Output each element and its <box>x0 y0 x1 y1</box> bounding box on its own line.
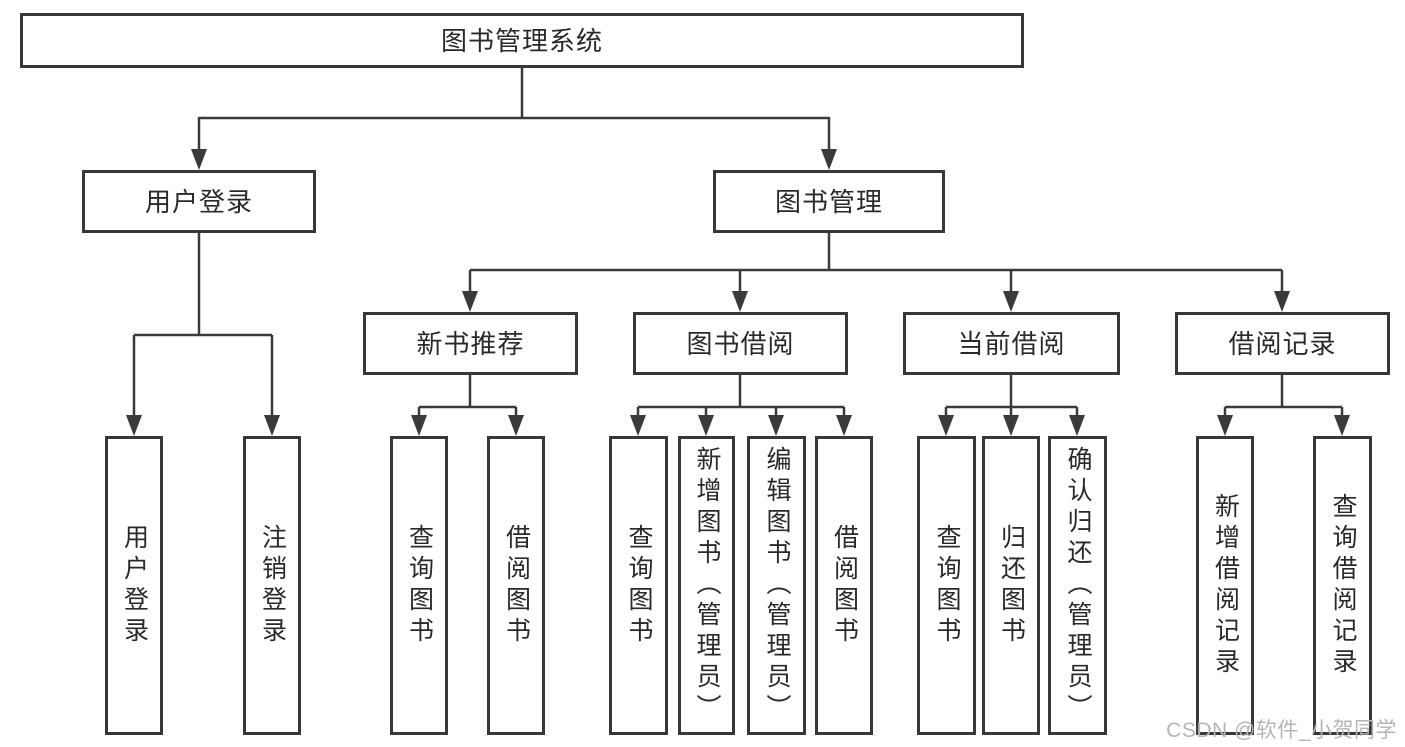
leaf-logout: 注销登录 <box>243 436 301 735</box>
leaf-query-books-current: 查询图书 <box>917 436 976 735</box>
node-label: 用户登录 <box>120 523 149 648</box>
node-book-management: 图书管理 <box>713 170 945 233</box>
node-book-borrow: 图书借阅 <box>633 312 848 375</box>
node-label: 确认归还（管理员） <box>1064 446 1092 725</box>
node-label: 归还图书 <box>997 523 1026 648</box>
node-label: 借阅图书 <box>502 523 531 648</box>
node-label: 借阅记录 <box>1228 328 1337 359</box>
leaf-borrow-books-borrow: 借阅图书 <box>815 436 873 735</box>
node-label: 借阅图书 <box>830 523 859 648</box>
node-current-borrow: 当前借阅 <box>903 312 1120 375</box>
watermark: CSDN @软件_小贺同学 <box>1166 719 1397 742</box>
leaf-add-book-admin: 新增图书（管理员） <box>678 436 735 735</box>
node-library-management-system: 图书管理系统 <box>20 13 1024 68</box>
node-label: 编辑图书（管理员） <box>763 446 791 725</box>
node-new-book-recommend: 新书推荐 <box>363 312 578 375</box>
leaf-query-borrow-record: 查询借阅记录 <box>1313 436 1372 735</box>
node-label: 新书推荐 <box>416 328 525 359</box>
node-label: 查询借阅记录 <box>1329 492 1357 679</box>
leaf-edit-book-admin: 编辑图书（管理员） <box>747 436 806 735</box>
node-borrow-records: 借阅记录 <box>1175 312 1390 375</box>
leaf-add-borrow-record: 新增借阅记录 <box>1196 436 1254 735</box>
leaf-query-books-recommend: 查询图书 <box>390 436 448 735</box>
leaf-user-login: 用户登录 <box>105 436 163 735</box>
node-label: 新增借阅记录 <box>1211 492 1240 679</box>
node-label: 注销登录 <box>258 523 287 648</box>
node-user-login: 用户登录 <box>82 170 316 233</box>
node-label: 图书借阅 <box>686 328 795 359</box>
node-label: 查询图书 <box>933 523 961 648</box>
leaf-return-book: 归还图书 <box>982 436 1040 735</box>
leaf-borrow-books-recommend: 借阅图书 <box>487 436 545 735</box>
node-label: 用户登录 <box>144 186 253 217</box>
node-label: 图书管理系统 <box>440 25 603 56</box>
node-label: 图书管理 <box>774 186 883 217</box>
node-label: 查询图书 <box>625 523 653 648</box>
leaf-confirm-return-admin: 确认归还（管理员） <box>1048 436 1107 735</box>
leaf-query-books-borrow: 查询图书 <box>609 436 668 735</box>
node-label: 新增图书（管理员） <box>693 446 721 725</box>
node-label: 当前借阅 <box>957 328 1066 359</box>
node-label: 查询图书 <box>405 523 434 648</box>
